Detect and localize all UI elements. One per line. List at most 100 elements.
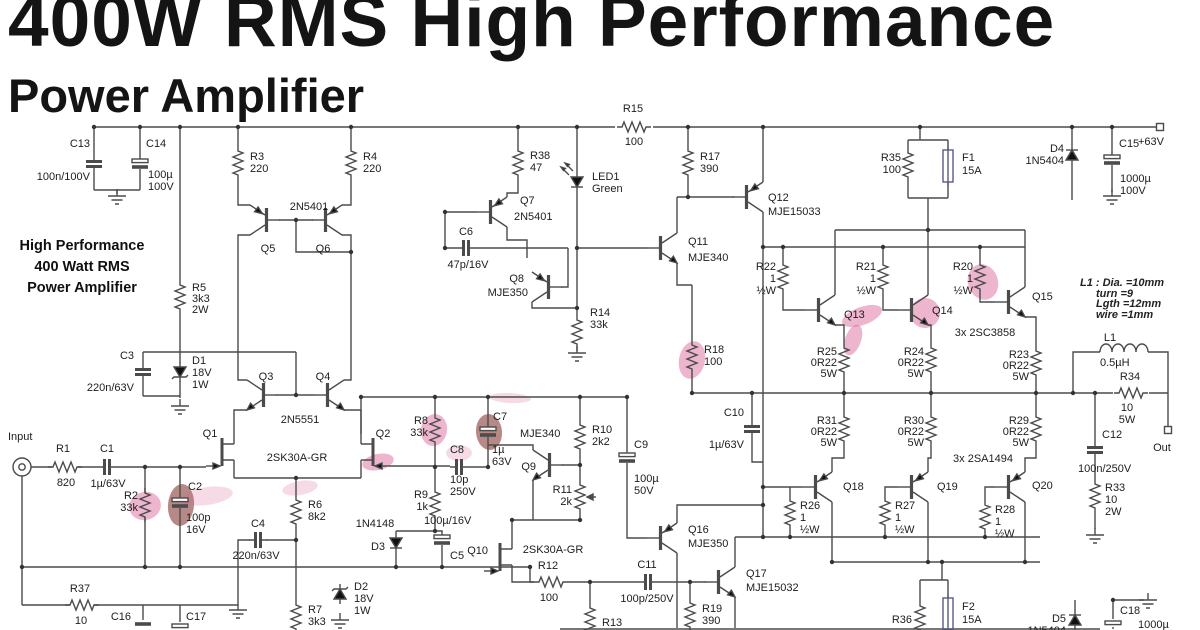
highlighter-mark	[282, 480, 318, 496]
highlighter-mark	[475, 414, 503, 450]
q9-label: Q9	[521, 461, 536, 473]
r31-label: 0R22	[811, 426, 837, 438]
r25-symbol	[837, 343, 851, 377]
circuit-wires	[21, 126, 1169, 630]
highlighter-mark	[181, 486, 233, 506]
q15-symbol	[995, 286, 1027, 319]
r7-label: R7	[308, 604, 322, 616]
r35-symbol	[901, 148, 915, 182]
q2-label: 2SK30A-GR	[267, 452, 328, 464]
junction-dot	[749, 390, 755, 396]
r24-symbol	[924, 343, 938, 377]
junction-dot	[925, 559, 931, 565]
description-note-line: Power Amplifier	[27, 280, 137, 296]
r20-label: ½W	[953, 285, 973, 297]
led1-symbol	[559, 161, 585, 192]
r1-label: 820	[57, 477, 75, 489]
c2-symbol	[171, 494, 189, 512]
c3-label: C3	[120, 350, 134, 362]
junction-dot	[515, 124, 521, 130]
junction-dot	[1022, 559, 1028, 565]
r27-label: 1	[895, 512, 901, 524]
r8-label: R8	[414, 415, 428, 427]
d1-symbol	[171, 362, 189, 382]
junction-dot	[1092, 390, 1098, 396]
r15-label: R15	[623, 103, 643, 115]
junction-dot	[574, 124, 580, 130]
led1-label: LED1	[592, 171, 620, 183]
c10-label: 1µ/63V	[709, 439, 745, 451]
junction-dots	[19, 124, 1116, 603]
q14-label: Q14	[932, 305, 953, 317]
c8-label: C8	[450, 444, 464, 456]
r29-symbol	[1029, 412, 1043, 446]
q13-label: Q13	[844, 309, 865, 321]
r7-symbol	[289, 600, 303, 630]
r11-label: 2k	[560, 496, 572, 508]
junction-dot	[685, 124, 691, 130]
c11-label: 100p/250V	[620, 593, 674, 605]
junction-dot	[624, 394, 630, 400]
c11-symbol	[639, 574, 657, 590]
gnd8-symbol	[1139, 593, 1157, 609]
d1-label: D1	[192, 355, 206, 367]
junction-dot	[293, 475, 299, 481]
r26-label: 1	[800, 512, 806, 524]
q1-label: Q1	[203, 428, 218, 440]
q20-label: Q20	[1032, 480, 1053, 492]
q6-label: Q6	[316, 243, 331, 255]
gnd4-symbol	[331, 613, 349, 629]
r30-label: R30	[904, 415, 924, 427]
r3-label: 220	[250, 163, 268, 175]
c2-label: 100p	[186, 512, 210, 524]
r21-label: R21	[856, 261, 876, 273]
r34-symbol	[1114, 386, 1148, 400]
r15-label: 100	[625, 136, 643, 148]
description-note-line: 400 Watt RMS	[34, 259, 130, 275]
input-symbol	[12, 457, 32, 477]
description-note-line: High Performance	[19, 238, 145, 254]
q3-symbol	[245, 379, 277, 412]
junction-dot	[432, 528, 438, 534]
r6-symbol	[289, 495, 303, 529]
junction-dot	[177, 464, 183, 470]
c10-label: C10	[724, 407, 744, 419]
r25-label: R25	[817, 346, 837, 358]
d3-symbol	[388, 533, 404, 553]
highlighter-mark	[842, 304, 882, 328]
r25-label: 5W	[821, 368, 838, 380]
c5-label: C5	[450, 550, 464, 562]
q16-symbol	[647, 522, 678, 554]
c12-label: 100n/250V	[1078, 463, 1132, 475]
q7-label: Q7	[520, 195, 535, 207]
junction-dot	[574, 245, 580, 251]
c10-symbol	[744, 420, 760, 438]
r34-label: 5W	[1119, 414, 1136, 426]
r20-symbol	[973, 260, 987, 294]
r19-label: 390	[702, 615, 720, 627]
r38-label: 47	[530, 162, 542, 174]
q5-label: Q5	[261, 243, 276, 255]
junction-dot	[293, 392, 299, 398]
junction-dot	[760, 124, 766, 130]
c1-symbol	[98, 459, 116, 475]
q8-symbol	[531, 271, 562, 303]
r37-label: R37	[70, 583, 90, 595]
r9-label: R9	[414, 489, 428, 501]
c5-label: 100µ/16V	[424, 515, 472, 527]
d2-symbol	[331, 584, 349, 604]
r7-label: 3k3	[308, 616, 326, 628]
q20-label: 3x 2SA1494	[953, 453, 1013, 465]
c11-label: C11	[637, 559, 656, 571]
c13-label: C13	[70, 138, 90, 150]
d3-label: D3	[371, 541, 385, 553]
r20-label: 1	[967, 273, 973, 285]
r15-symbol	[617, 120, 651, 134]
highlighter-mark	[678, 341, 706, 379]
q3-label: Q3	[259, 371, 274, 383]
c8-symbol	[450, 459, 468, 475]
c14-label: C14	[146, 138, 166, 150]
q19-symbol	[898, 471, 929, 503]
r26-label: R26	[800, 500, 820, 512]
gnd5-symbol	[568, 346, 586, 362]
